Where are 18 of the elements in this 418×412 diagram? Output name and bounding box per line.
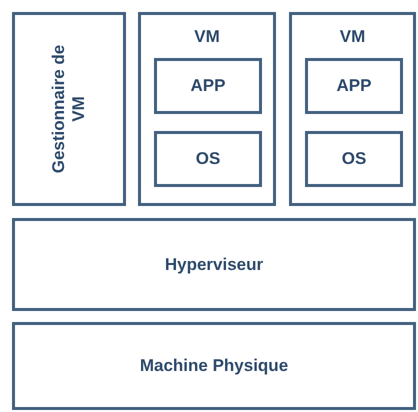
- node-label: APP: [336, 76, 372, 96]
- node-label: APP: [190, 76, 226, 96]
- node-label: Machine Physique: [138, 356, 290, 376]
- node-label: OS: [340, 149, 368, 169]
- node-label: Hyperviseur: [164, 254, 264, 274]
- component-box: [305, 58, 403, 114]
- node-label: VM: [338, 27, 366, 47]
- node-label: VM: [193, 27, 221, 47]
- node-label: OS: [194, 149, 222, 169]
- vm-box: [289, 12, 416, 206]
- vm-box: [138, 12, 276, 206]
- component-box: [154, 58, 262, 114]
- manager-box: [12, 12, 126, 206]
- component-box: [154, 131, 262, 187]
- component-box: [305, 131, 403, 187]
- layer-box: [12, 218, 416, 311]
- layer-box: [12, 322, 416, 410]
- node-label: Gestionnaire de VM: [49, 44, 89, 176]
